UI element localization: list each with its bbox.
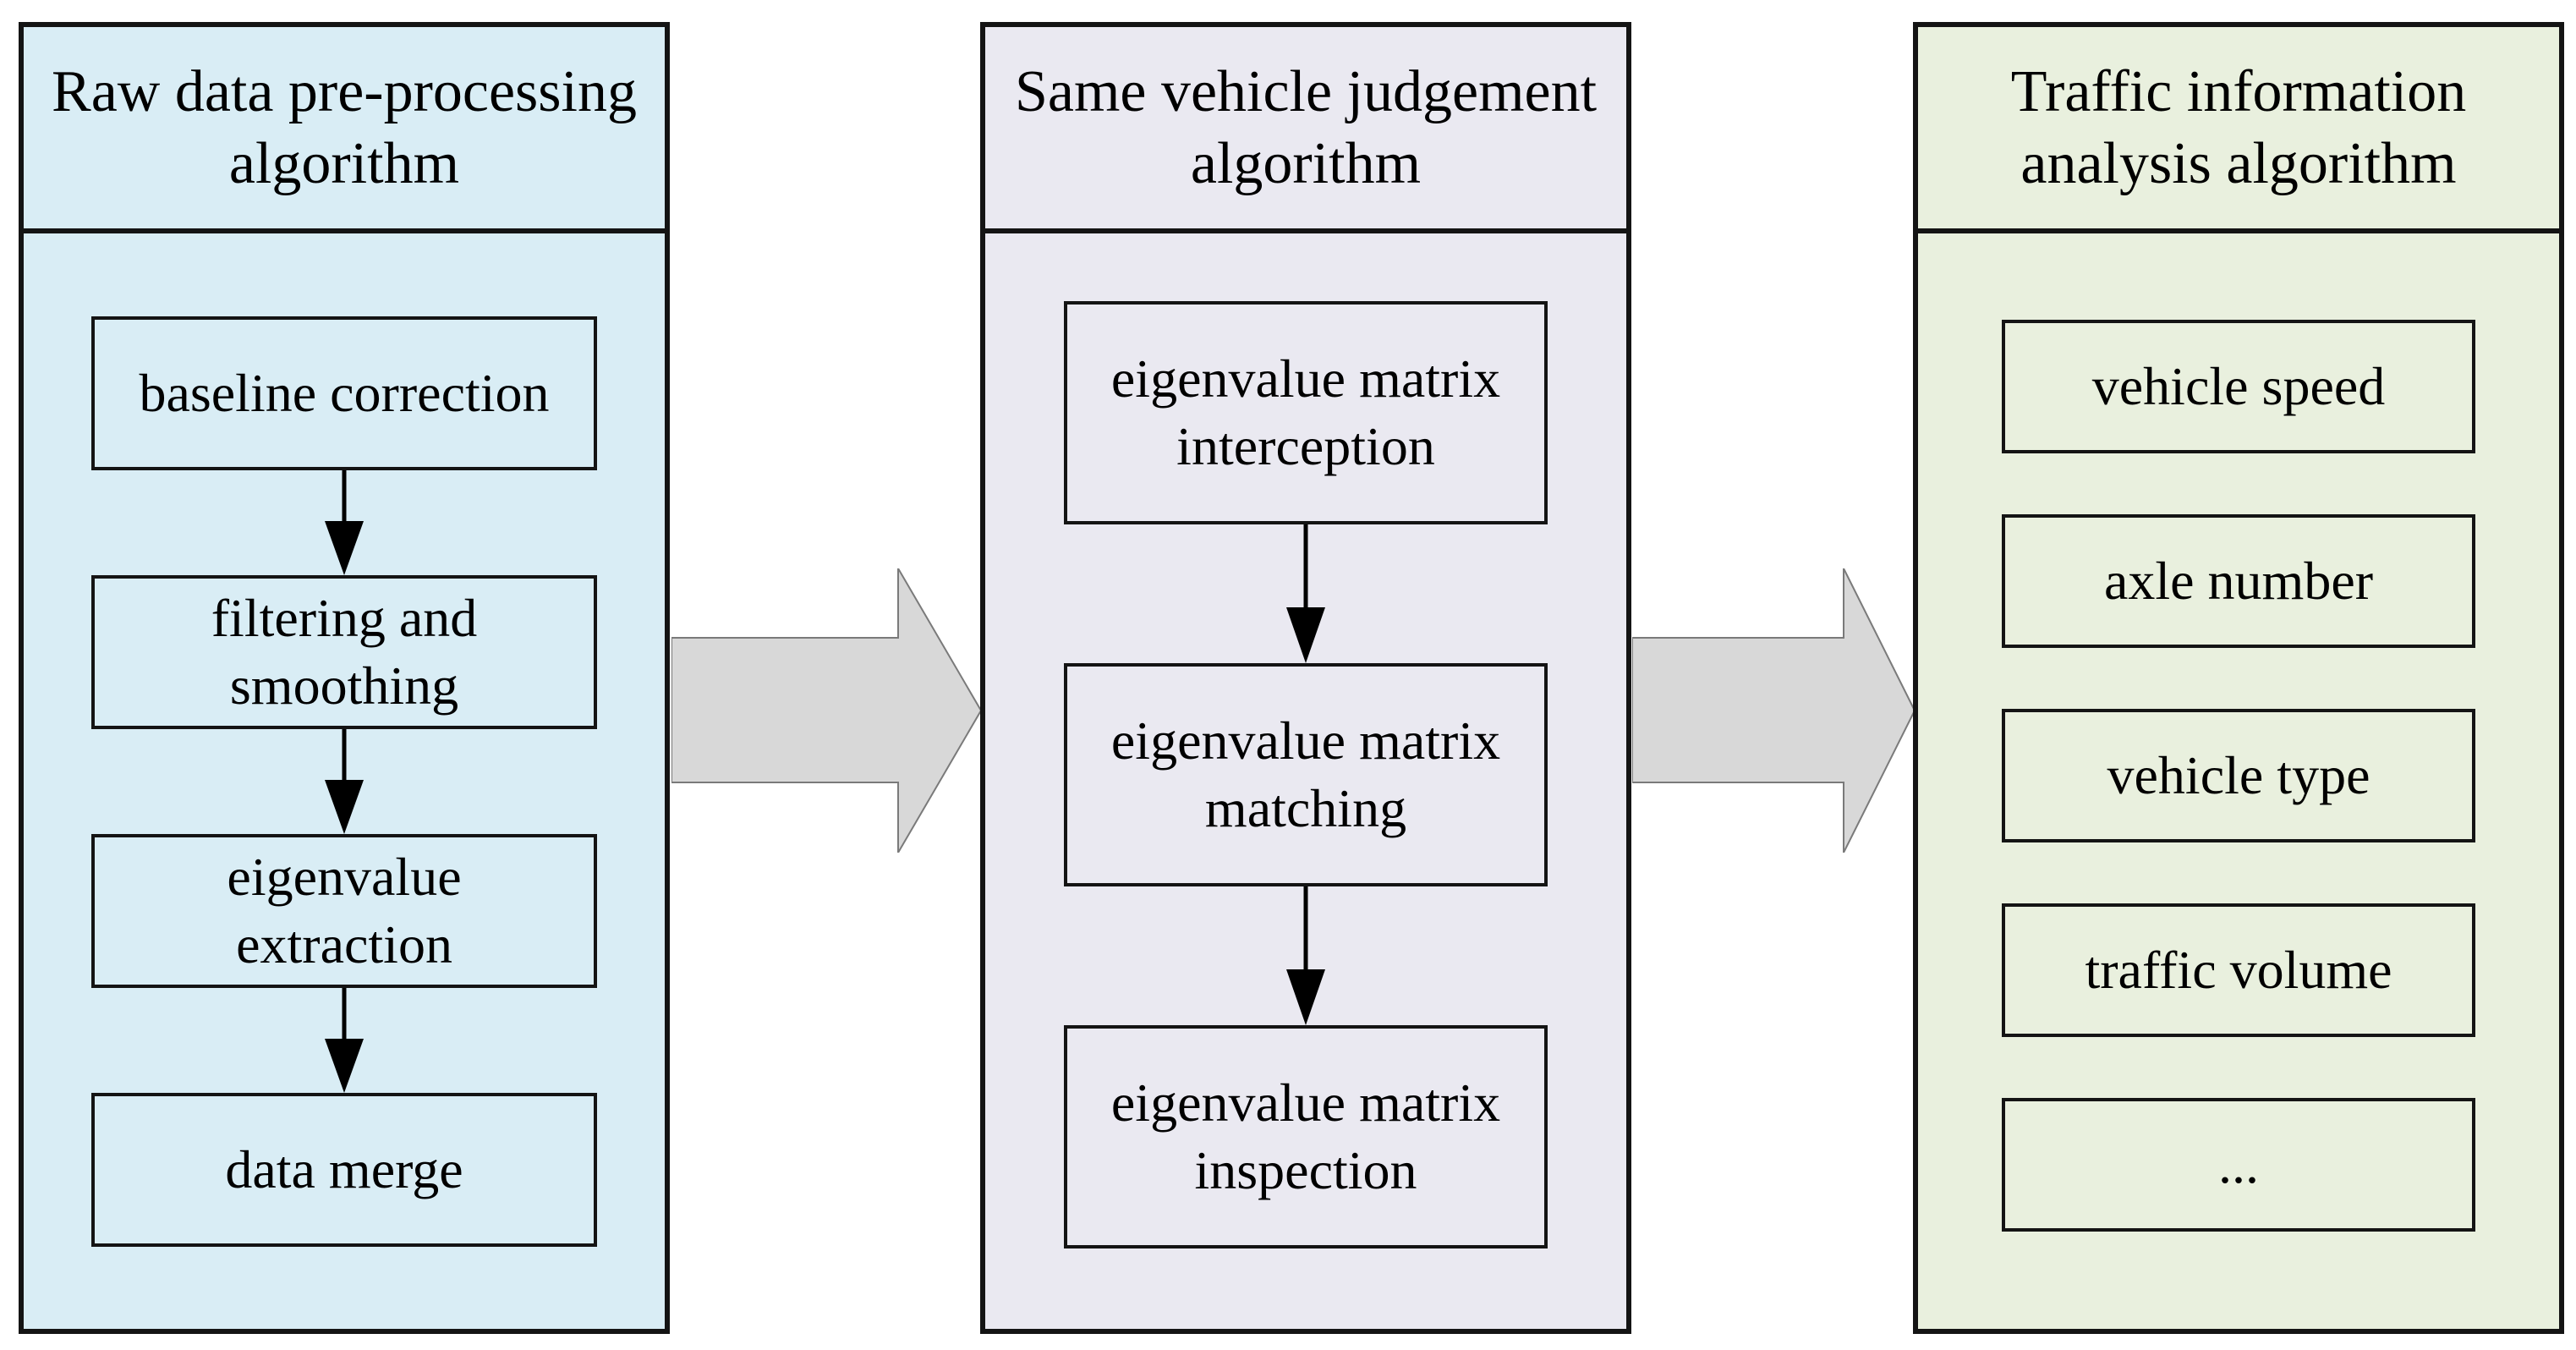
right-block-arrow-icon xyxy=(671,568,981,853)
output-item-box: ... xyxy=(2002,1098,2475,1232)
flow-step-label: eigenvalue extraction xyxy=(227,847,462,974)
panel-title: Same vehicle judgement algorithm xyxy=(985,27,1626,233)
output-item-label: axle number xyxy=(2103,551,2374,611)
down-arrow-icon xyxy=(1286,886,1325,1025)
flow-step-label: data merge xyxy=(225,1139,463,1199)
flow-step-label: filtering and smoothing xyxy=(211,588,478,716)
panel-title: Raw data pre-processing algorithm xyxy=(24,27,665,233)
output-item-label: vehicle type xyxy=(2107,745,2370,805)
flow-step-box: eigenvalue matrix inspection xyxy=(1064,1025,1548,1248)
output-item-box: vehicle type xyxy=(2002,709,2475,842)
panel-body: eigenvalue matrix interception eigenvalu… xyxy=(985,233,1626,1248)
flow-step-box: eigenvalue matrix matching xyxy=(1064,663,1548,886)
panel-title: Traffic information analysis algorithm xyxy=(1918,27,2559,233)
flow-step-box: baseline correction xyxy=(91,316,597,470)
panel-same-vehicle-judgement: Same vehicle judgement algorithm eigenva… xyxy=(980,22,1631,1334)
panel-traffic-information-analysis: Traffic information analysis algorithm v… xyxy=(1913,22,2564,1334)
panel-title-text: Same vehicle judgement algorithm xyxy=(1014,58,1598,196)
panel-raw-data-preprocessing: Raw data pre-processing algorithm baseli… xyxy=(19,22,670,1334)
down-arrow-icon xyxy=(325,470,364,575)
output-item-box: traffic volume xyxy=(2002,903,2475,1037)
panel-title-text: Raw data pre-processing algorithm xyxy=(52,58,637,196)
down-arrow-icon xyxy=(1286,524,1325,663)
flow-step-label: eigenvalue matrix inspection xyxy=(1110,1073,1501,1200)
down-arrow-icon xyxy=(325,729,364,834)
panel-title-text: Traffic information analysis algorithm xyxy=(2010,58,2467,196)
output-item-label: ... xyxy=(2218,1134,2259,1194)
output-item-box: vehicle speed xyxy=(2002,320,2475,453)
panel-body: vehicle speed axle number vehicle type t… xyxy=(1918,233,2559,1232)
output-item-box: axle number xyxy=(2002,514,2475,648)
output-item-label: vehicle speed xyxy=(2091,356,2386,416)
right-block-arrow-icon xyxy=(1632,568,1915,853)
output-item-label: traffic volume xyxy=(2085,940,2392,1000)
flow-step-label: eigenvalue matrix interception xyxy=(1110,348,1501,476)
flow-step-label: baseline correction xyxy=(139,363,550,423)
flow-step-box: eigenvalue extraction xyxy=(91,834,597,988)
flow-step-box: filtering and smoothing xyxy=(91,575,597,729)
down-arrow-icon xyxy=(325,988,364,1093)
panel-body: baseline correction filtering and smooth… xyxy=(24,233,665,1247)
flow-step-box: data merge xyxy=(91,1093,597,1247)
flow-step-box: eigenvalue matrix interception xyxy=(1064,301,1548,524)
flow-step-label: eigenvalue matrix matching xyxy=(1110,711,1501,838)
